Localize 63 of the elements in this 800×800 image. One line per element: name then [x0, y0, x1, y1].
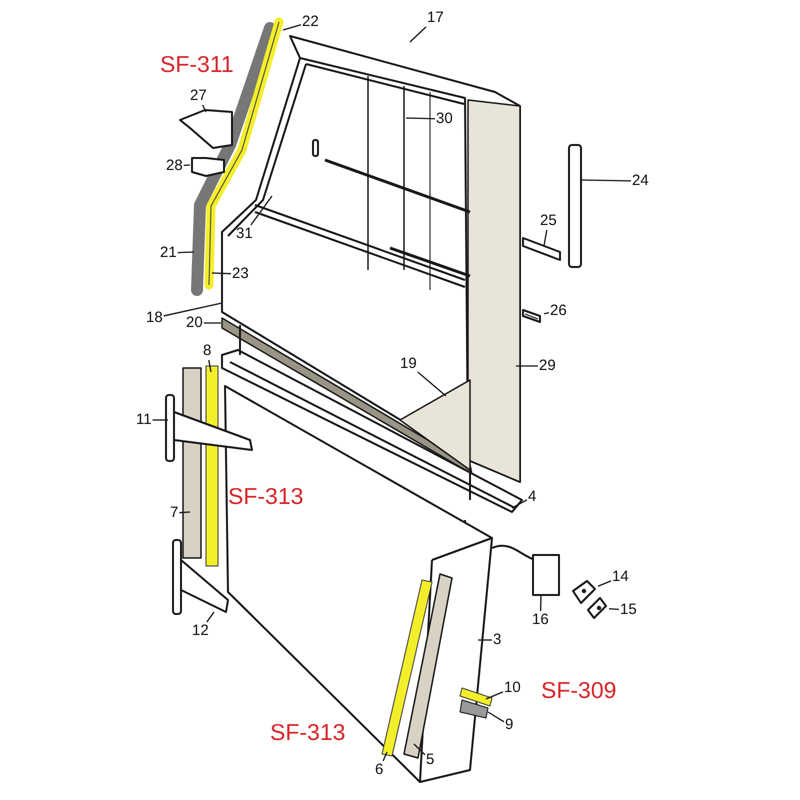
leader-line: [212, 272, 232, 274]
callout-number: 23: [232, 266, 249, 282]
leader-line: [202, 104, 207, 112]
leader-line: [540, 594, 542, 612]
leader-line: [204, 322, 221, 324]
callout-number: 6: [375, 762, 384, 778]
part-code-label: SF-313: [228, 484, 304, 508]
plate-part-drawing: [586, 596, 608, 620]
plate-part-drawing: [571, 579, 597, 605]
callout-number: 15: [620, 602, 637, 618]
callout-number: 9: [505, 717, 514, 733]
leader-line: [206, 612, 215, 622]
part-code-label: SF-313: [270, 720, 346, 744]
callout-number: 14: [612, 569, 629, 585]
leader-line: [488, 711, 504, 722]
leader-line: [544, 312, 550, 314]
callout-number: 27: [190, 88, 207, 104]
leader-line: [417, 371, 446, 396]
callout-number: 12: [192, 623, 209, 639]
leader-line: [152, 419, 168, 421]
callout-number: 7: [170, 505, 178, 521]
leader-line: [598, 580, 612, 587]
leader-line: [382, 752, 388, 762]
callout-number: 30: [436, 111, 453, 127]
callout-number: 31: [236, 226, 253, 242]
callout-number: 18: [146, 310, 163, 326]
callout-number: 11: [136, 412, 152, 428]
callout-number: 16: [532, 612, 549, 628]
callout-number: 22: [302, 14, 319, 30]
callout-number: 21: [160, 245, 177, 261]
leader-line: [543, 230, 548, 246]
part-code-label: SF-309: [541, 678, 616, 702]
callout-number: 17: [427, 10, 444, 26]
callout-number: 19: [400, 356, 417, 372]
callout-number: 8: [203, 343, 212, 359]
callout-number: 3: [493, 632, 502, 648]
leader-line: [580, 179, 632, 182]
leader-line: [178, 251, 194, 254]
leader-line: [516, 365, 538, 367]
leader-line: [414, 744, 426, 756]
channel-part-drawing: [521, 308, 543, 324]
callout-number: 28: [166, 158, 183, 174]
leader-line: [179, 511, 190, 514]
leader-line: [164, 302, 222, 317]
leader-line: [250, 196, 273, 226]
callout-number: 10: [504, 680, 521, 696]
leader-line: [208, 360, 212, 372]
part-code-label: SF-311: [160, 52, 234, 76]
callout-number: 25: [540, 213, 557, 229]
leader-line: [478, 639, 492, 641]
callout-number: 20: [186, 315, 203, 331]
leader-line: [184, 164, 190, 166]
leader-line: [608, 608, 620, 610]
leader-line: [282, 24, 302, 31]
callout-number: 4: [528, 489, 536, 505]
callout-number: 24: [632, 173, 649, 189]
leader-line: [486, 691, 504, 700]
callout-number: 26: [550, 303, 567, 319]
callout-number: 29: [539, 358, 556, 374]
callout-number: 5: [426, 752, 434, 768]
leader-line: [406, 117, 436, 120]
leader-line: [410, 26, 426, 42]
leader-line: [512, 499, 528, 509]
